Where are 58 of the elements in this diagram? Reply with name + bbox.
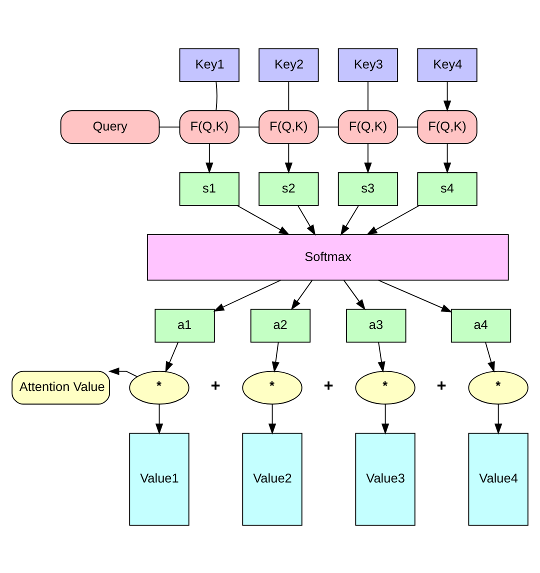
node-box: a4 [450,308,512,342]
node-box: Key2 [258,48,319,82]
arrow [378,342,386,372]
node-box: F(Q,K) [179,110,240,144]
arrow [366,204,420,235]
arrow [290,280,313,310]
arrow [108,366,138,377]
arrow [344,280,366,310]
arrow [494,403,502,434]
node-box: F(Q,K) [338,110,398,144]
arrow [378,279,452,312]
node-ellipse: * [355,370,416,404]
arrow [236,204,290,235]
arrow [272,342,280,372]
node-box: F(Q,K) [258,110,319,144]
arrow [284,142,293,174]
node-box: a2 [250,308,311,342]
arrow [381,403,390,434]
node-box: Value1 [129,432,190,526]
node-box: s3 [338,172,398,206]
node-ellipse: * [468,370,528,404]
node-box: Value3 [355,432,416,526]
arrow [443,142,452,174]
node-box: Key3 [338,48,398,82]
node-box: Softmax [146,234,509,280]
node-box: Value2 [242,432,302,526]
node-box: Key1 [179,48,240,82]
connector [158,126,180,127]
arrow [364,142,372,174]
connector [318,126,339,127]
label: + [210,376,220,394]
node-box: s1 [179,172,240,206]
arrow [155,403,164,434]
connector [238,126,260,127]
node-box: a1 [154,308,215,342]
arrow [165,342,179,372]
arrow [268,403,276,434]
node-box: s4 [417,172,478,206]
connector [216,80,218,110]
arrow [206,142,214,174]
node-ellipse: * [129,370,190,404]
arrow [298,204,316,236]
node-box: Attention Value [12,370,110,404]
arrow [485,342,495,372]
node-box: Key4 [417,48,478,82]
arrow [213,279,282,312]
node-box: s2 [258,172,319,206]
label: + [436,376,446,394]
connector [397,126,418,127]
node-ellipse: * [242,370,302,404]
connector [288,80,290,110]
node-box: F(Q,K) [417,110,478,144]
node-box: Query [60,110,160,144]
label: + [324,376,334,394]
arrow [340,204,359,236]
node-box: a3 [346,308,406,342]
node-box: Value4 [468,432,528,526]
arrow [443,80,452,112]
